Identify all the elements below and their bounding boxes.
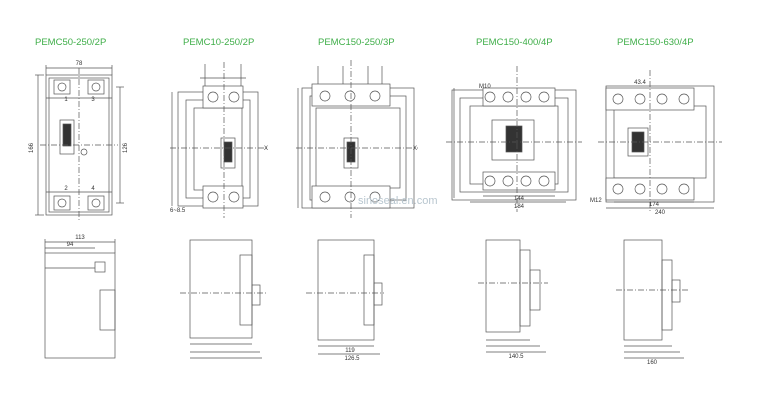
dim-m3-bottom-b: 126.5 xyxy=(344,356,360,362)
drawing-2-side xyxy=(180,239,266,359)
dim-m5-m: M12 xyxy=(590,198,602,204)
dim-m1-side-top: 113 xyxy=(75,235,85,241)
drawing-3-side xyxy=(306,239,384,355)
drawing-4-side xyxy=(478,239,548,353)
axis-x-2: X xyxy=(264,146,268,152)
drawing-3-front xyxy=(296,60,418,218)
dim-m5-w1: 174 xyxy=(649,202,660,208)
dim-m5-top: 43.4 xyxy=(634,80,646,86)
dim-m5-w2: 240 xyxy=(655,210,666,216)
model-title-1: PEMC50-250/2P xyxy=(35,37,107,48)
dim-m1-side-inner: 94 xyxy=(67,242,74,248)
dim-m3-bottom-a: 119 xyxy=(345,348,355,354)
drawing-1-side xyxy=(44,239,116,359)
dim-m4-top: M10 xyxy=(479,84,491,90)
dim-m4-w2: 184 xyxy=(514,204,525,210)
terminal-3: 3 xyxy=(91,97,95,103)
terminal-1: 1 xyxy=(64,97,68,103)
drawing-5-side xyxy=(616,239,690,359)
model-title-5: PEMC150-630/4P xyxy=(617,37,694,48)
dim-m1-height: 166 xyxy=(29,142,35,153)
terminal-4: 4 xyxy=(91,186,95,192)
dim-m4-bottom: 140.5 xyxy=(508,354,524,360)
drawing-5-front xyxy=(598,70,722,212)
model-title-2: PEMC10-250/2P xyxy=(183,37,255,48)
watermark: sinoseal.en.com xyxy=(358,195,438,207)
terminal-2: 2 xyxy=(64,186,68,192)
dim-m1-mount: 126 xyxy=(123,142,129,153)
model-title-3: PEMC150-250/3P xyxy=(318,37,395,48)
model-title-4: PEMC150-400/4P xyxy=(476,37,553,48)
dim-m5-bottom: 160 xyxy=(647,360,658,366)
drawing-2-front xyxy=(170,62,268,218)
dim-m2-hole: 6~8.5 xyxy=(170,208,186,214)
drawing-4-front xyxy=(446,66,582,212)
dim-m4-w1: 144 xyxy=(514,196,525,202)
dim-m1-width: 78 xyxy=(76,61,83,67)
drawing-1-front xyxy=(35,65,124,220)
axis-x-3: X xyxy=(413,146,417,152)
